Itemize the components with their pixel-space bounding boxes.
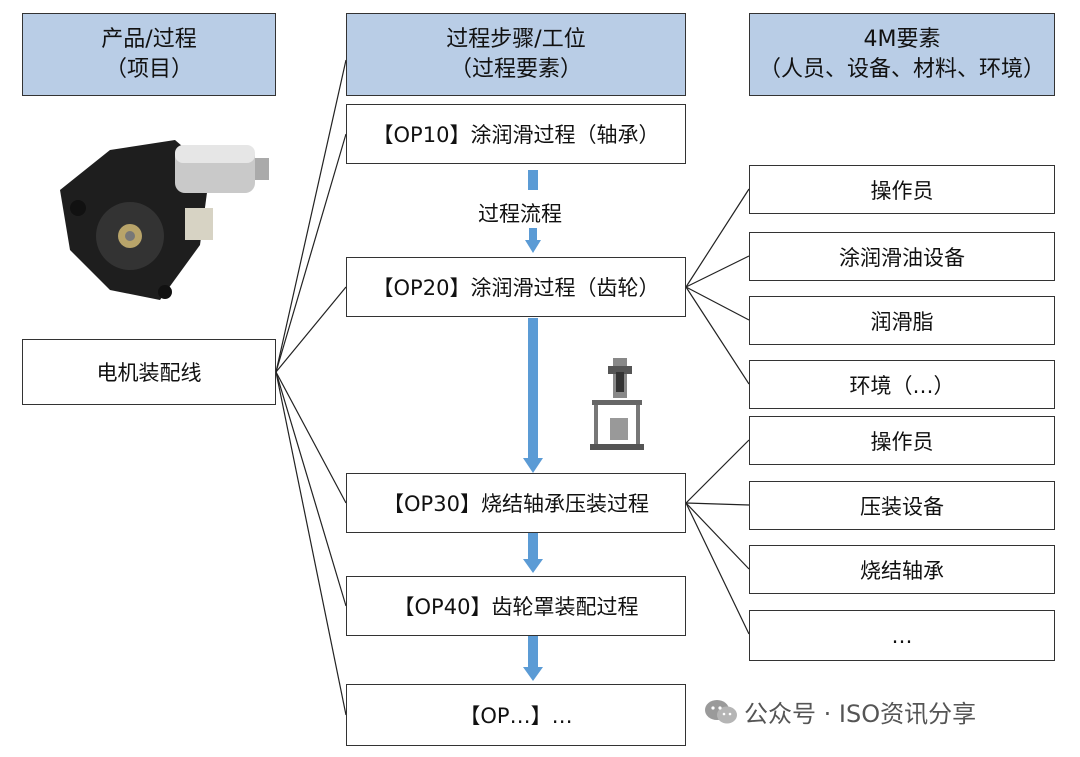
op20-element-operator: 操作员	[749, 165, 1055, 214]
step-op20: 【OP20】涂润滑过程（齿轮）	[346, 257, 686, 317]
op30-element-material: 烧结轴承	[749, 545, 1055, 594]
op30-element-operator: 操作员	[749, 416, 1055, 465]
op20-connectors	[685, 188, 750, 385]
header-product: 产品/过程 （项目）	[22, 13, 276, 96]
op20-element-environment: 环境（…）	[749, 360, 1055, 409]
header-4m-sub: （人员、设备、材料、环境）	[758, 56, 1045, 82]
press-machine-image	[590, 358, 644, 450]
header-steps: 过程步骤/工位 （过程要素）	[346, 13, 686, 96]
op30-connectors	[685, 439, 750, 635]
watermark: 公众号 · ISO资讯分享	[704, 694, 976, 729]
op30-element-equipment: 压装设备	[749, 481, 1055, 530]
step-op40: 【OP40】齿轮罩装配过程	[346, 576, 686, 636]
product-connectors	[275, 59, 347, 716]
op20-element-equipment: 涂润滑油设备	[749, 232, 1055, 281]
step-op-more: 【OP…】…	[346, 684, 686, 746]
header-product-title: 产品/过程	[101, 26, 197, 52]
flow-arrows	[523, 170, 543, 681]
step-op30: 【OP30】烧结轴承压装过程	[346, 473, 686, 533]
header-steps-title: 过程步骤/工位	[446, 26, 586, 52]
header-steps-sub: （过程要素）	[449, 56, 582, 82]
flow-label: 过程流程	[478, 202, 562, 226]
step-op10: 【OP10】涂润滑过程（轴承）	[346, 104, 686, 164]
watermark-text: 公众号 · ISO资讯分享	[744, 700, 977, 728]
product-line-box: 电机装配线	[22, 339, 276, 405]
header-product-sub: （项目）	[104, 56, 193, 82]
op30-element-more: …	[749, 610, 1055, 661]
op20-element-material: 润滑脂	[749, 296, 1055, 345]
motor-product-image	[60, 140, 269, 300]
header-4m: 4M要素 （人员、设备、材料、环境）	[749, 13, 1055, 96]
header-4m-title: 4M要素	[863, 26, 941, 52]
wechat-icon	[705, 699, 737, 723]
